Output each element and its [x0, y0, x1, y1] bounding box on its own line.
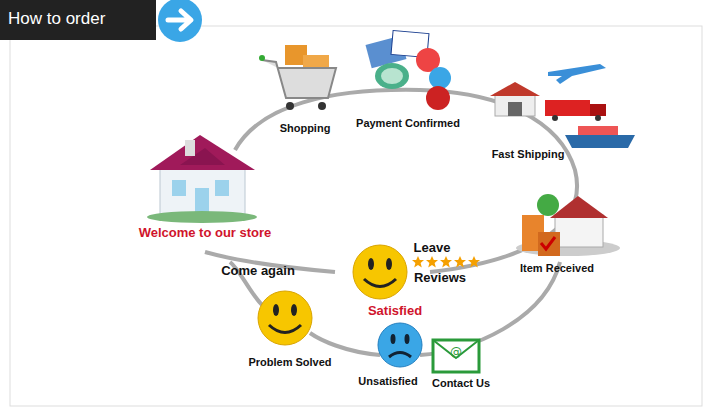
smiley [258, 291, 312, 345]
title: How to order [8, 9, 105, 29]
step-label: Satisfied [368, 303, 422, 318]
step-label: Item Received [520, 262, 594, 274]
step-label: Come again [221, 263, 295, 278]
step-label: Shopping [280, 122, 331, 134]
step-label: Leave [414, 240, 451, 255]
step-label: Reviews [414, 270, 466, 285]
step-label: Welcome to our store [139, 225, 272, 240]
step-label: Contact Us [432, 377, 490, 389]
sad-face [378, 323, 422, 367]
step-label: Unsatisfied [358, 375, 417, 387]
envelope: @ [433, 340, 479, 372]
svg-text:@: @ [450, 345, 462, 359]
frame [10, 26, 702, 406]
arrow-circle [158, 0, 202, 42]
step-label: Fast Shipping [492, 148, 565, 160]
house [147, 135, 257, 223]
payment-cards [366, 30, 451, 110]
flow-loop [205, 90, 577, 355]
shipping [490, 64, 635, 148]
item-received [516, 194, 620, 256]
smiley [353, 245, 407, 299]
cart [259, 45, 336, 110]
stars [412, 256, 480, 268]
step-label: Problem Solved [248, 356, 331, 368]
step-label: Payment Confirmed [356, 117, 460, 129]
